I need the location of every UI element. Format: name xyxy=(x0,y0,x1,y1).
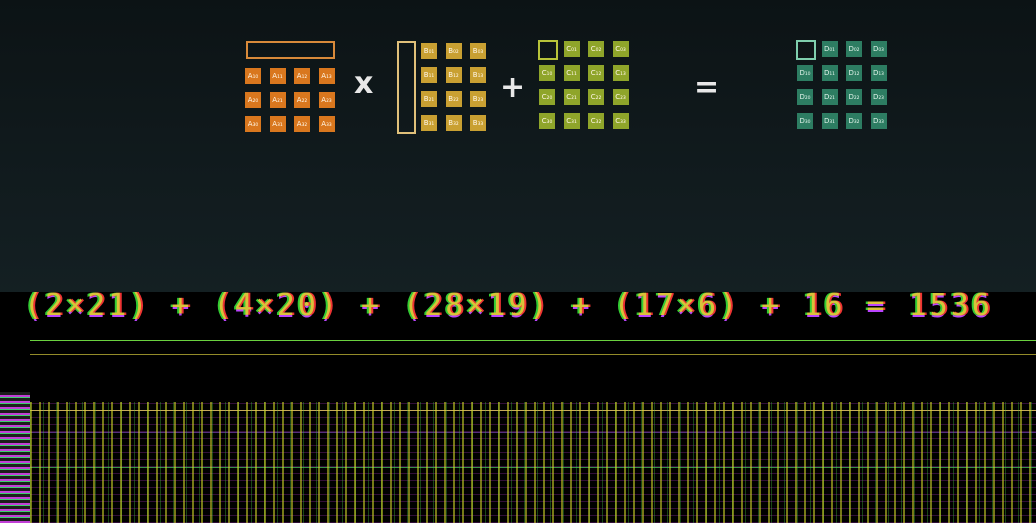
matrix-c: C₀₁ C₀₂ C₀₃ C₁₀ C₁₁ C₁₂ C₁₃ C₂₀ C₂₁ C₂₂ C₂₃ C₃₀ C₃₁ C… xyxy=(539,41,629,129)
matrix-d-cell: D₃₀ xyxy=(797,113,813,129)
plus-operator: + xyxy=(500,70,526,105)
matrix-b-cell: B₁₁ xyxy=(421,67,437,83)
matrix-c-cell: C₁₃ xyxy=(612,65,629,81)
matrix-b-cell: B₃₃ xyxy=(470,115,486,131)
matrix-a-cell: A₂₂ xyxy=(294,92,310,108)
matrix-d-cell: D₂₃ xyxy=(870,89,887,105)
matrix-c-cell: C₂₀ xyxy=(539,89,555,105)
matrix-a-cell: A₂₃ xyxy=(318,92,335,108)
matrix-a-cell: A₃₁ xyxy=(269,116,286,132)
matrix-d-cell: D₀₃ xyxy=(870,41,887,57)
matrix-c-cell: C₁₀ xyxy=(539,65,555,81)
matrix-a: A₁₀ A₁₁ A₁₂ A₁₃ A₂₀ A₂₁ A₂₂ A₂₃ A₃₀ A₃₁ A₃₂ A₃₃ xyxy=(245,68,335,132)
matrix-c-cell: C₃₂ xyxy=(588,113,604,129)
matrix-b-cell: B₂₃ xyxy=(470,91,486,107)
matrix-b-cell: B₀₂ xyxy=(445,43,462,59)
matrix-d-cell: D₁₃ xyxy=(870,65,887,81)
matrix-b: B₀₁ B₀₂ B₀₃ B₁₁ B₁₂ B₁₃ B₂₁ B₂₂ B₂₃ B₃₁ B₃₂ B₃₃ xyxy=(421,43,486,131)
matrix-a-cell: A₁₃ xyxy=(318,68,335,84)
diagram-stage: A₁₀ A₁₁ A₁₂ A₁₃ A₂₀ A₂₁ A₂₂ A₂₃ A₃₀ A₃₁ A₃₂ A₃₃ x B… xyxy=(0,0,1036,300)
matrix-b-cell: B₃₂ xyxy=(445,115,462,131)
glitched-equation-area: (2×21) + (4×20) + (28×19) + (17×6) + 16 … xyxy=(0,292,1036,523)
matrix-a-cell: A₂₁ xyxy=(269,92,286,108)
glitch-left-strip xyxy=(0,392,30,523)
matrix-c-cell: C₂₃ xyxy=(612,89,629,105)
matrix-c-cell: C₀₃ xyxy=(612,41,629,57)
matrix-d-cell: D₃₂ xyxy=(846,113,862,129)
matrix-b-column-outline xyxy=(397,41,416,134)
matrix-c-cell: C₁₁ xyxy=(563,65,580,81)
equals-operator: = xyxy=(694,70,720,105)
matrix-a-cell: A₁₂ xyxy=(294,68,310,84)
matrix-c-cell-outline xyxy=(538,40,558,60)
matrix-d-cell: D₀₁ xyxy=(821,41,838,57)
matrix-c-cell: C₀₁ xyxy=(563,41,580,57)
matrix-d-cell: D₂₀ xyxy=(797,89,813,105)
matrix-a-cell: A₃₀ xyxy=(245,116,261,132)
matrix-c-cell: C₃₁ xyxy=(563,113,580,129)
times-operator: x xyxy=(354,66,374,101)
matrix-a-row-outline xyxy=(246,41,335,59)
matrix-b-cell: B₀₁ xyxy=(421,43,437,59)
matrix-c-cell: C₁₂ xyxy=(588,65,604,81)
matrix-d-cell: D₁₂ xyxy=(846,65,862,81)
matrix-a-cell: A₃₂ xyxy=(294,116,310,132)
matrix-c-cell: C₂₁ xyxy=(563,89,580,105)
matrix-d-cell: D₃₃ xyxy=(870,113,887,129)
matrix-a-cell: A₁₀ xyxy=(245,68,261,84)
matrix-b-cell: B₁₃ xyxy=(470,67,486,83)
matrix-c-cell: C₃₃ xyxy=(612,113,629,129)
matrix-b-cell: B₀₃ xyxy=(470,43,486,59)
matrix-a-cell: A₁₁ xyxy=(269,68,286,84)
matrix-d-cell-outline xyxy=(796,40,816,60)
matrix-d: D₀₁ D₀₂ D₀₃ D₁₀ D₁₁ D₁₂ D₁₃ D₂₀ D₂₁ D₂₂ D₂₃ D₃₀ D₃₁ D… xyxy=(797,41,887,129)
matrix-d-cell: D₂₂ xyxy=(846,89,862,105)
glitch-noise xyxy=(30,402,1036,523)
matrix-c-cell: C₀₂ xyxy=(588,41,604,57)
matrix-d-cell: D₁₁ xyxy=(821,65,838,81)
matrix-b-cell: B₃₁ xyxy=(421,115,437,131)
matrix-d-cell: D₃₁ xyxy=(821,113,838,129)
matrix-a-cell: A₂₀ xyxy=(245,92,261,108)
matrix-d-cell: D₀₂ xyxy=(846,41,862,57)
matrix-a-cell: A₃₃ xyxy=(318,116,335,132)
matrix-c-cell: C₂₂ xyxy=(588,89,604,105)
matrix-c-cell: C₃₀ xyxy=(539,113,555,129)
matrix-d-cell: D₂₁ xyxy=(821,89,838,105)
matrix-d-cell: D₁₀ xyxy=(797,65,813,81)
matrix-b-cell: B₁₂ xyxy=(445,67,462,83)
matrix-b-cell: B₂₁ xyxy=(421,91,437,107)
matrix-b-cell: B₂₂ xyxy=(445,91,462,107)
equation-text: (2×21) + (4×20) + (28×19) + (17×6) + 16 … xyxy=(24,292,993,323)
